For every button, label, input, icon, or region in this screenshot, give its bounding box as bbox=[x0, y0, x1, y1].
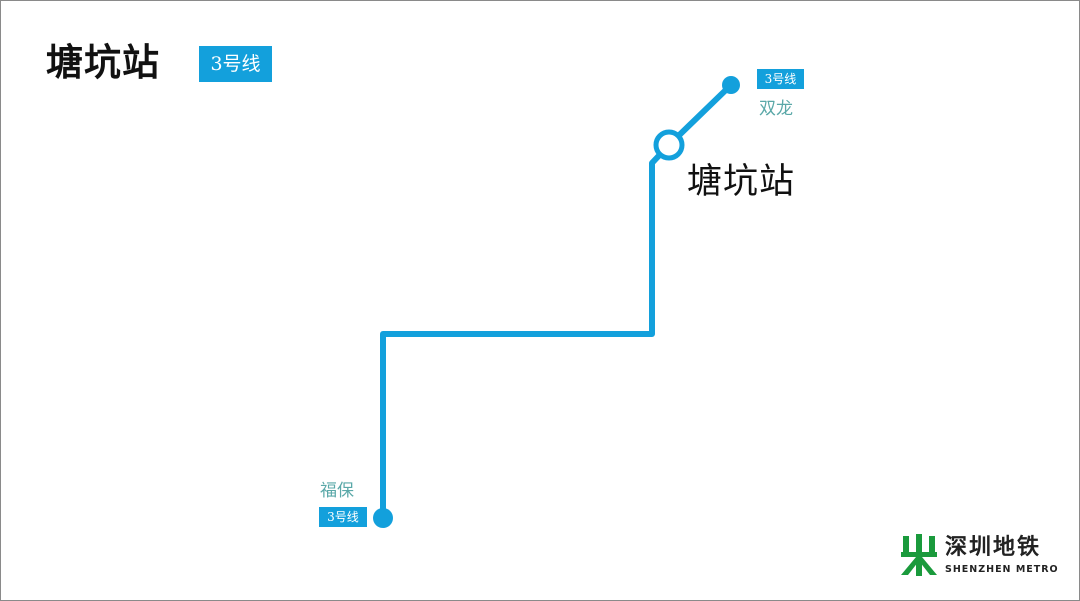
terminal-south-dot bbox=[373, 508, 393, 528]
page-title: 塘坑站 bbox=[46, 41, 160, 84]
shenzhen-metro-logo: 深圳地铁 SHENZHEN METRO bbox=[899, 533, 1061, 579]
logo-chinese-name: 深圳地铁 bbox=[945, 535, 1042, 560]
terminal-north-badge: 3号线 bbox=[757, 69, 804, 89]
terminal-south-name: 福保 bbox=[320, 481, 354, 501]
current-station-label: 塘坑站 bbox=[687, 162, 796, 202]
terminal-north-name: 双龙 bbox=[759, 99, 793, 119]
current-station-marker bbox=[653, 129, 685, 161]
line-badge: 3号线 bbox=[199, 46, 272, 82]
terminal-south-badge: 3号线 bbox=[319, 507, 367, 527]
terminal-north-dot bbox=[722, 76, 740, 94]
shenzhen-metro-logo-icon bbox=[901, 534, 937, 576]
logo-english-name: SHENZHEN METRO bbox=[945, 564, 1059, 575]
